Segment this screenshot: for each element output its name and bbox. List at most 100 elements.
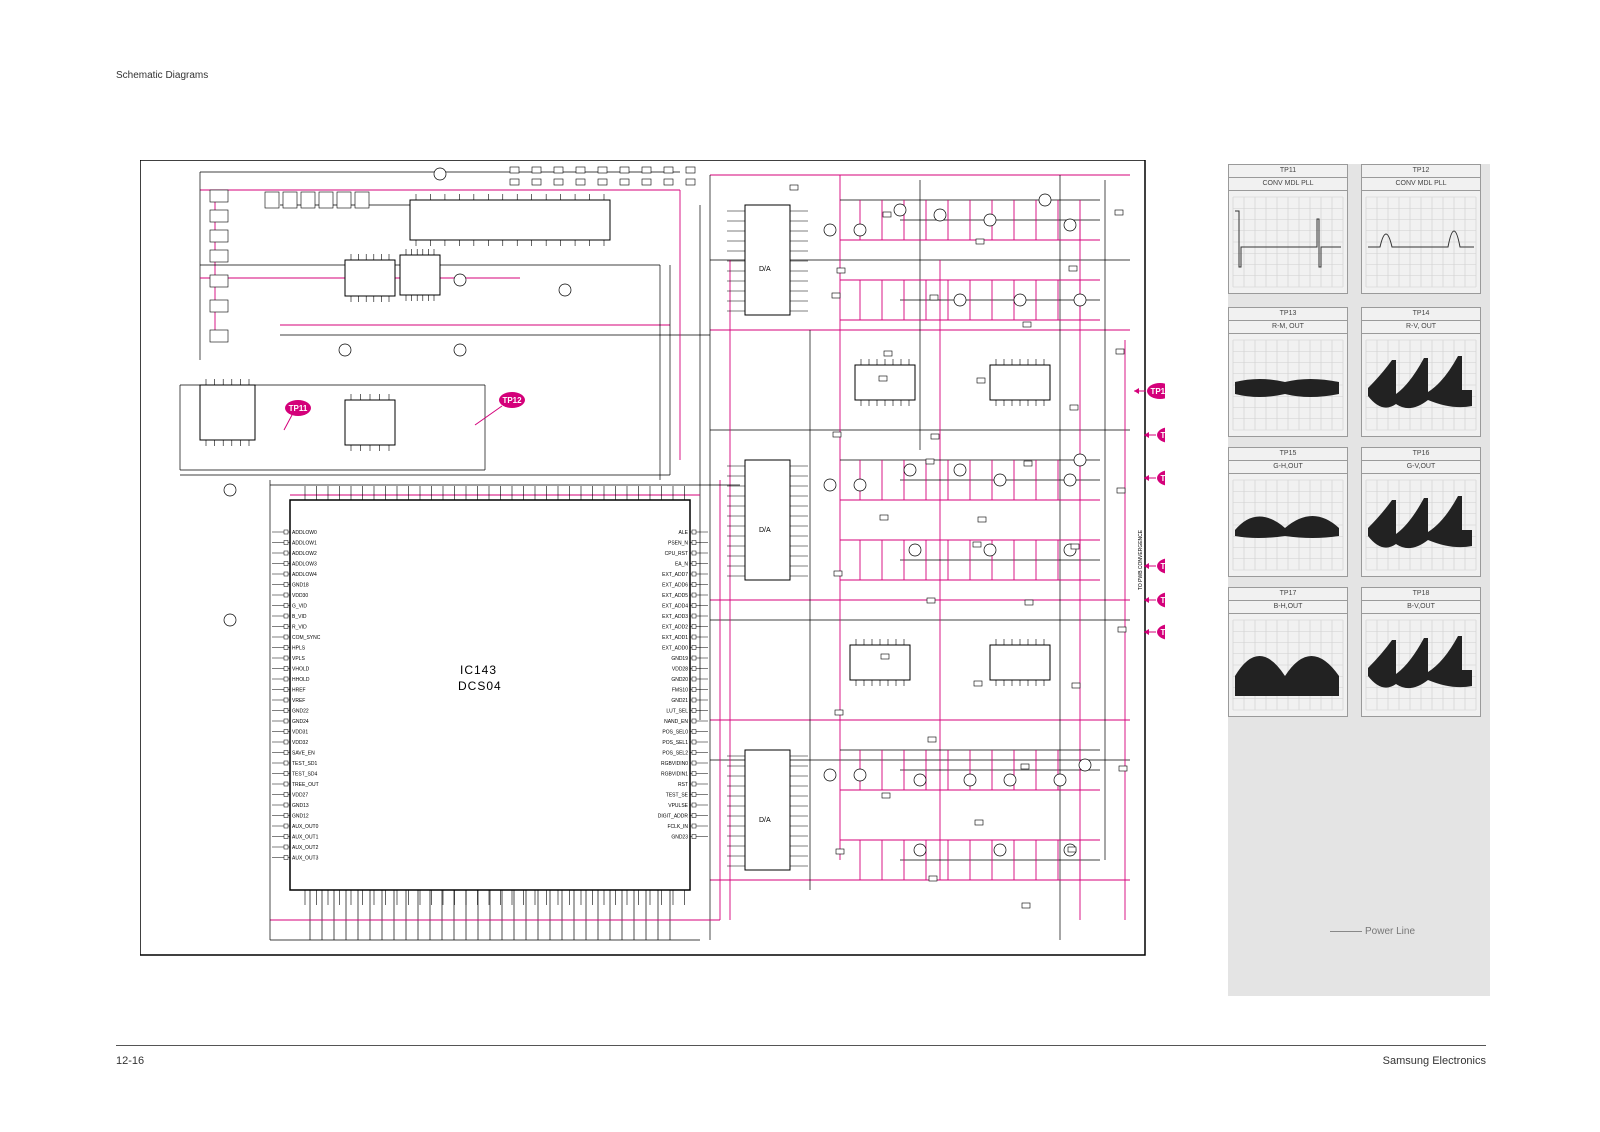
scope-panel-caption: CONV MDL PLL xyxy=(1229,178,1347,191)
ic143-pin-left: GND24 xyxy=(292,719,309,725)
dac-label: D/A xyxy=(759,527,771,534)
ic143-pin-right: POS_SEL1 xyxy=(662,740,688,746)
ic143-pin-right: ALE xyxy=(679,530,689,536)
scope-panel-caption: R-M, OUT xyxy=(1229,321,1347,334)
test-point-marker xyxy=(1157,427,1165,443)
ic143-pin-right: EXT_ADD6 xyxy=(662,583,688,589)
scope-panel-tp: TP18 xyxy=(1362,588,1480,601)
ic143-pin-right: NAND_EN xyxy=(664,719,688,725)
ic143-pin-left: ADDLOW2 xyxy=(292,551,317,557)
ic143-pin-right: PSEN_N xyxy=(668,541,688,547)
power-line-legend-label: Power Line xyxy=(1365,926,1416,937)
test-point-label: TP17 xyxy=(1160,596,1165,605)
ic143-pin-left: TREE_OUT xyxy=(292,782,319,788)
ic143-pin-left: ADDLOW4 xyxy=(292,572,317,578)
scope-panel-tp: TP17 xyxy=(1229,588,1347,601)
ic143-pin-left: AUX_OUT3 xyxy=(292,856,319,862)
ic143-pin-right: RGBVIDIN1 xyxy=(661,772,688,778)
connector-label-right: TO PWB CONVERGENCE xyxy=(1138,529,1144,590)
ic143-pin-left: GND12 xyxy=(292,814,309,820)
ic143-pin-right: EXT_ADD1 xyxy=(662,635,688,641)
test-point-label: TP16 xyxy=(1160,562,1165,571)
footer-rule xyxy=(116,1045,1486,1046)
ic143-pin-right: TEST_SE xyxy=(666,793,689,799)
dac-label: D/A xyxy=(759,817,771,824)
scope-panel-tp: TP13 xyxy=(1229,308,1347,321)
schematic-diagram: D/AD/AD/A IC143 DCS04 ADDLOW0ADDLOW1ADDL… xyxy=(140,160,1165,956)
ic143-pin-left: R_VID xyxy=(292,625,307,631)
ic143-pin-left: AUX_OUT2 xyxy=(292,845,319,851)
ic143-pin-right: POS_SEL0 xyxy=(662,730,688,736)
connector-labels: TO PWB CONVERGENCE TO PWB CONVERGENCE xyxy=(1138,529,1144,590)
scope-panel-caption: G-V,OUT xyxy=(1362,461,1480,474)
ic143-pin-left: VHOLD xyxy=(292,667,310,673)
ic143-pin-right: EXT_ADD3 xyxy=(662,614,688,620)
scope-panel-caption: B-H,OUT xyxy=(1229,601,1347,614)
ic143-pin-left: VREF xyxy=(292,698,305,704)
ic143-pin-right: LUT_SEL xyxy=(666,709,688,715)
ic143-pin-left: VDD31 xyxy=(292,730,308,736)
test-point-marker xyxy=(285,400,311,416)
ic143-pin-right: FCLK_IN xyxy=(667,824,688,830)
company-name: Samsung Electronics xyxy=(1382,1055,1486,1067)
ic143-pin-right: EA_N xyxy=(675,562,688,568)
scope-panel-caption: CONV MDL PLL xyxy=(1362,178,1480,191)
test-point-label: TP14 xyxy=(1160,431,1165,440)
ic143-pin-left: TEST_SD4 xyxy=(292,772,318,778)
ic143-pin-right: FMS10 xyxy=(672,688,688,694)
schematic-border xyxy=(140,160,1146,956)
ic143-pin-left: VDD27 xyxy=(292,793,308,799)
main-ic: IC143 DCS04 xyxy=(289,499,691,891)
ic143-pin-right: EXT_ADD2 xyxy=(662,625,688,631)
scope-panel-caption: B-V,OUT xyxy=(1362,601,1480,614)
ic143-pin-right: RGBVIDIN0 xyxy=(661,761,688,767)
ic143-pin-left: AUX_OUT1 xyxy=(292,835,319,841)
ic143-pin-right: GND23 xyxy=(671,835,688,841)
test-point-label: TP13 xyxy=(1150,387,1165,396)
ic143-pin-left: VPLS xyxy=(292,656,305,662)
test-point-label: TP18 xyxy=(1160,628,1165,637)
test-point-marker xyxy=(1157,592,1165,608)
ic143-pin-left: SAVE_EN xyxy=(292,751,315,757)
ic143-pin-left: GND18 xyxy=(292,583,309,589)
section-title: Schematic Diagrams xyxy=(116,70,209,81)
ic143-pin-right: VPULSE xyxy=(668,803,688,809)
ic143-pin-left: ADDLOW3 xyxy=(292,562,317,568)
ic143-part: DCS04 xyxy=(458,679,502,693)
ic143-pin-right: CPU_RST xyxy=(665,551,688,557)
ic143-pin-right: EXT_ADD0 xyxy=(662,646,688,652)
test-point-marker xyxy=(1147,383,1165,399)
page-number: 12-16 xyxy=(116,1055,145,1067)
ic143-pin-left: TEST_SD1 xyxy=(292,761,318,767)
ic143-body xyxy=(289,499,691,891)
ic143-pins: ADDLOW0ADDLOW1ADDLOW2ADDLOW3ADDLOW4GND18… xyxy=(272,486,708,905)
circuit-wiring xyxy=(179,171,1130,941)
ic143-ref: IC143 xyxy=(460,663,497,677)
ic143-pin-left: B_VID xyxy=(292,614,307,620)
scope-trace xyxy=(1365,196,1477,288)
test-point-label: TP12 xyxy=(502,396,522,405)
test-point-marker xyxy=(1157,558,1165,574)
ic143-pin-left: VDD30 xyxy=(292,593,308,599)
ic143-pin-left: GND13 xyxy=(292,803,309,809)
ic143-pin-left: VDD32 xyxy=(292,740,308,746)
scope-trace xyxy=(1232,339,1344,431)
ic143-pin-right: POS_SEL2 xyxy=(662,751,688,757)
scope-panel-caption: G-H,OUT xyxy=(1229,461,1347,474)
scope-trace xyxy=(1232,196,1344,288)
scope-panel-tp: TP16 xyxy=(1362,448,1480,461)
ic143-pin-left: HREF xyxy=(292,688,306,694)
test-point-label: TP15 xyxy=(1160,474,1165,483)
ic143-pin-right: GND21 xyxy=(671,698,688,704)
power-line-legend-swatch xyxy=(1330,931,1362,932)
scope-trace xyxy=(1365,619,1477,711)
scope-panel-tp: TP12 xyxy=(1362,165,1480,178)
circuit-components: D/AD/AD/A xyxy=(199,166,1128,909)
scope-panel-tp: TP11 xyxy=(1229,165,1347,178)
test-point-marker xyxy=(1157,470,1165,486)
